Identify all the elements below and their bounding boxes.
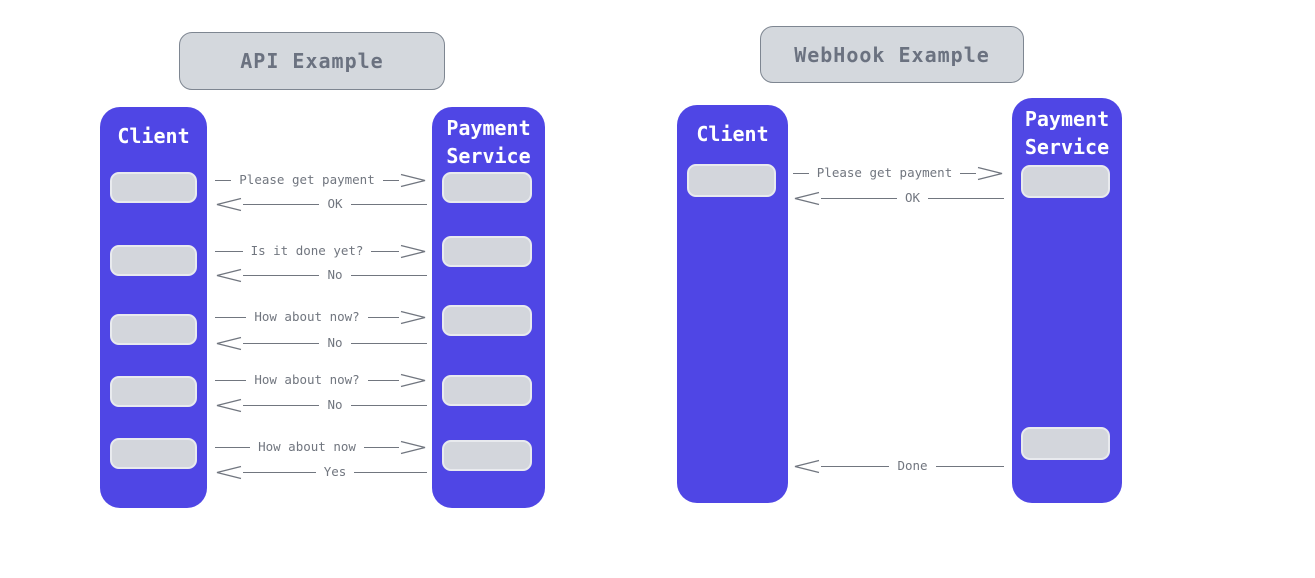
- message-line: [367, 316, 400, 318]
- message-arrow: Please get payment: [793, 163, 1004, 183]
- arrowhead-left-icon: [794, 459, 820, 473]
- diagram-title: WebHook Example: [794, 42, 990, 67]
- activation-box: [442, 440, 532, 471]
- actor-name: Payment Service: [1024, 107, 1110, 159]
- arrowhead-left-icon: [216, 197, 242, 211]
- activation-box: [442, 305, 532, 336]
- activation-box: [110, 314, 197, 345]
- message-label: OK: [904, 189, 921, 205]
- arrowhead-right-icon: [400, 173, 426, 187]
- message-label: How about now: [258, 438, 356, 454]
- arrowhead-left-icon: [216, 336, 242, 350]
- arrowhead-right-icon: [400, 310, 426, 324]
- message-label: Done: [897, 457, 928, 473]
- arrowhead-left-icon: [216, 398, 242, 412]
- message-label: Please get payment: [239, 171, 375, 187]
- activation-box: [110, 376, 197, 407]
- message-arrow: How about now?: [215, 307, 427, 327]
- message-line: [960, 172, 976, 174]
- message-label: OK: [327, 195, 343, 211]
- title-box: WebHook Example: [760, 26, 1024, 83]
- message-line: [243, 342, 320, 344]
- diagram-title: API Example: [240, 49, 384, 73]
- message-arrow: Please get payment: [215, 170, 427, 190]
- arrowhead-right-icon: [400, 244, 426, 258]
- activation-box: [1021, 165, 1110, 198]
- arrowhead-right-icon: [977, 166, 1003, 180]
- message-line: [793, 172, 809, 174]
- message-line: [821, 465, 890, 467]
- message-line: [928, 197, 1004, 199]
- message-label: No: [327, 334, 343, 350]
- message-line: [350, 342, 427, 344]
- actor-name: Payment Service: [446, 116, 531, 168]
- message-label: Is it done yet?: [250, 242, 364, 258]
- message-line: [243, 471, 316, 473]
- activation-box: [110, 438, 197, 469]
- message-line: [215, 446, 251, 448]
- message-arrow: No: [215, 265, 427, 285]
- message-label: How about now?: [254, 371, 360, 387]
- actor-column-client: Client: [677, 105, 788, 503]
- message-line: [367, 379, 400, 381]
- activation-box: [687, 164, 776, 197]
- message-arrow: Is it done yet?: [215, 241, 427, 261]
- activation-box: [110, 172, 197, 203]
- message-line: [215, 250, 243, 252]
- message-line: [821, 197, 897, 199]
- message-line: [350, 404, 427, 406]
- activation-box: [442, 375, 532, 406]
- arrowhead-left-icon: [216, 268, 242, 282]
- arrowhead-left-icon: [794, 191, 820, 205]
- arrowhead-right-icon: [400, 373, 426, 387]
- actor-column-payment-service: Payment Service: [432, 107, 545, 508]
- message-line: [215, 179, 232, 181]
- message-arrow: No: [215, 395, 427, 415]
- message-line: [935, 465, 1005, 467]
- arrowhead-left-icon: [216, 465, 242, 479]
- actor-name: Client: [696, 122, 769, 146]
- message-line: [215, 316, 247, 318]
- message-arrow: No: [215, 333, 427, 353]
- message-arrow: OK: [793, 188, 1004, 208]
- actor-column-payment-service: Payment Service: [1012, 98, 1122, 503]
- message-line: [350, 274, 427, 276]
- message-label: Please get payment: [816, 164, 953, 180]
- message-line: [354, 471, 428, 473]
- message-label: No: [327, 266, 343, 282]
- message-label: Yes: [323, 463, 347, 479]
- message-line: [243, 203, 320, 205]
- actor-column-client: Client: [100, 107, 207, 508]
- message-line: [382, 179, 399, 181]
- message-line: [363, 446, 399, 448]
- activation-box: [110, 245, 197, 276]
- message-line: [350, 203, 427, 205]
- activation-box: [442, 236, 532, 267]
- arrowhead-right-icon: [400, 440, 426, 454]
- message-arrow: How about now: [215, 437, 427, 457]
- message-arrow: OK: [215, 194, 427, 214]
- message-line: [243, 274, 320, 276]
- activation-box: [442, 172, 532, 203]
- message-arrow: How about now?: [215, 370, 427, 390]
- message-arrow: Yes: [215, 462, 428, 482]
- message-line: [371, 250, 400, 252]
- message-label: How about now?: [254, 308, 360, 324]
- message-arrow: Done: [793, 456, 1005, 476]
- title-box: API Example: [179, 32, 445, 90]
- message-line: [215, 379, 247, 381]
- activation-box: [1021, 427, 1110, 460]
- message-label: No: [327, 396, 343, 412]
- actor-name: Client: [117, 124, 190, 148]
- message-line: [243, 404, 320, 406]
